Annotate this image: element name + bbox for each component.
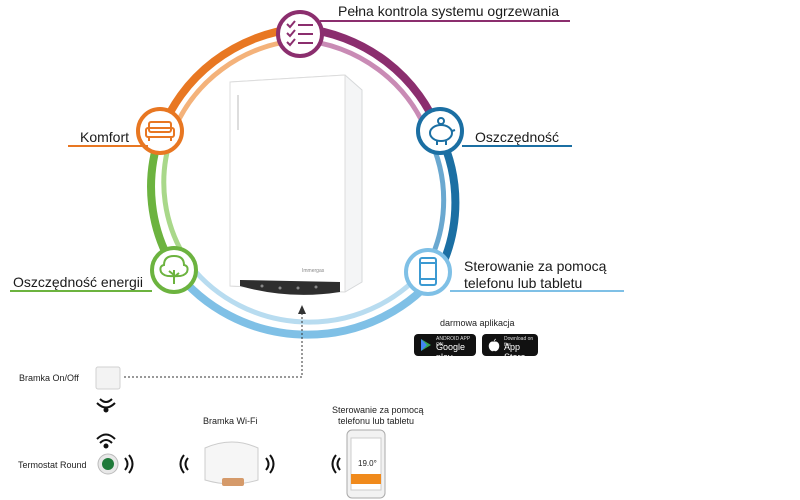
thermostat-icon xyxy=(97,453,119,475)
smartphone-icon xyxy=(419,257,437,286)
comfort-circle xyxy=(136,107,184,155)
sofa-icon xyxy=(145,121,175,141)
wifi-icon xyxy=(96,398,116,413)
google-play-button[interactable]: ANDROID APP ON Google play xyxy=(414,334,476,362)
wifi-icon xyxy=(265,454,275,474)
app-store-small: Download on the xyxy=(504,336,534,348)
on-off-gateway-label: Bramka On/Off xyxy=(19,373,79,383)
phone-control-label-1: Sterowanie za pomocą xyxy=(464,258,607,274)
google-play-small: ANDROID APP ON xyxy=(436,336,471,348)
comfort-label: Komfort xyxy=(80,129,130,145)
wifi-icon xyxy=(96,433,116,449)
boiler-brand: Immergas xyxy=(302,268,325,274)
phone-rule xyxy=(450,290,624,292)
app-store-button[interactable]: Download on the App Store xyxy=(482,334,538,362)
on-off-gateway xyxy=(95,366,121,390)
phone-temperature: 19.0° xyxy=(358,459,377,468)
checklist-icon xyxy=(286,20,313,47)
savings-label: Oszczędność xyxy=(475,129,560,145)
apple-icon xyxy=(488,338,500,352)
connector-line xyxy=(124,312,303,378)
savings-circle xyxy=(416,107,464,155)
boiler: Immergas xyxy=(229,74,363,295)
phone-device: 19.0° xyxy=(346,429,386,499)
wifi-icon xyxy=(179,454,189,474)
google-play-big: Google play xyxy=(436,342,466,362)
phone-device-label-2: telefonu lub tabletu xyxy=(338,416,415,426)
thermostat-label: Termostat Round xyxy=(18,460,87,470)
piggy-bank-icon xyxy=(429,117,456,145)
control-circle xyxy=(276,10,324,58)
control-rule xyxy=(320,20,570,22)
tree-icon xyxy=(159,254,189,284)
wifi-icon xyxy=(331,454,341,474)
energy-savings-label: Oszczędność energii xyxy=(13,274,143,290)
energy-rule xyxy=(10,290,152,292)
savings-rule xyxy=(462,145,572,147)
phone-device-label-1: Sterowanie za pomocą xyxy=(332,405,424,415)
phone-control-label-2: telefonu lub tabletu xyxy=(464,275,583,291)
comfort-rule xyxy=(68,145,148,147)
app-store-big: App Store xyxy=(504,342,526,362)
connector-arrow xyxy=(298,305,306,314)
control-label: Pełna kontrola systemu ogrzewania xyxy=(338,3,560,19)
wifi-gateway-label: Bramka Wi-Fi xyxy=(203,416,258,426)
energy-circle xyxy=(150,246,198,294)
free-app-label: darmowa aplikacja xyxy=(440,318,515,328)
android-icon xyxy=(421,339,431,351)
phone-circle xyxy=(404,248,452,296)
wifi-gateway xyxy=(204,441,259,486)
wifi-icon xyxy=(124,454,134,474)
